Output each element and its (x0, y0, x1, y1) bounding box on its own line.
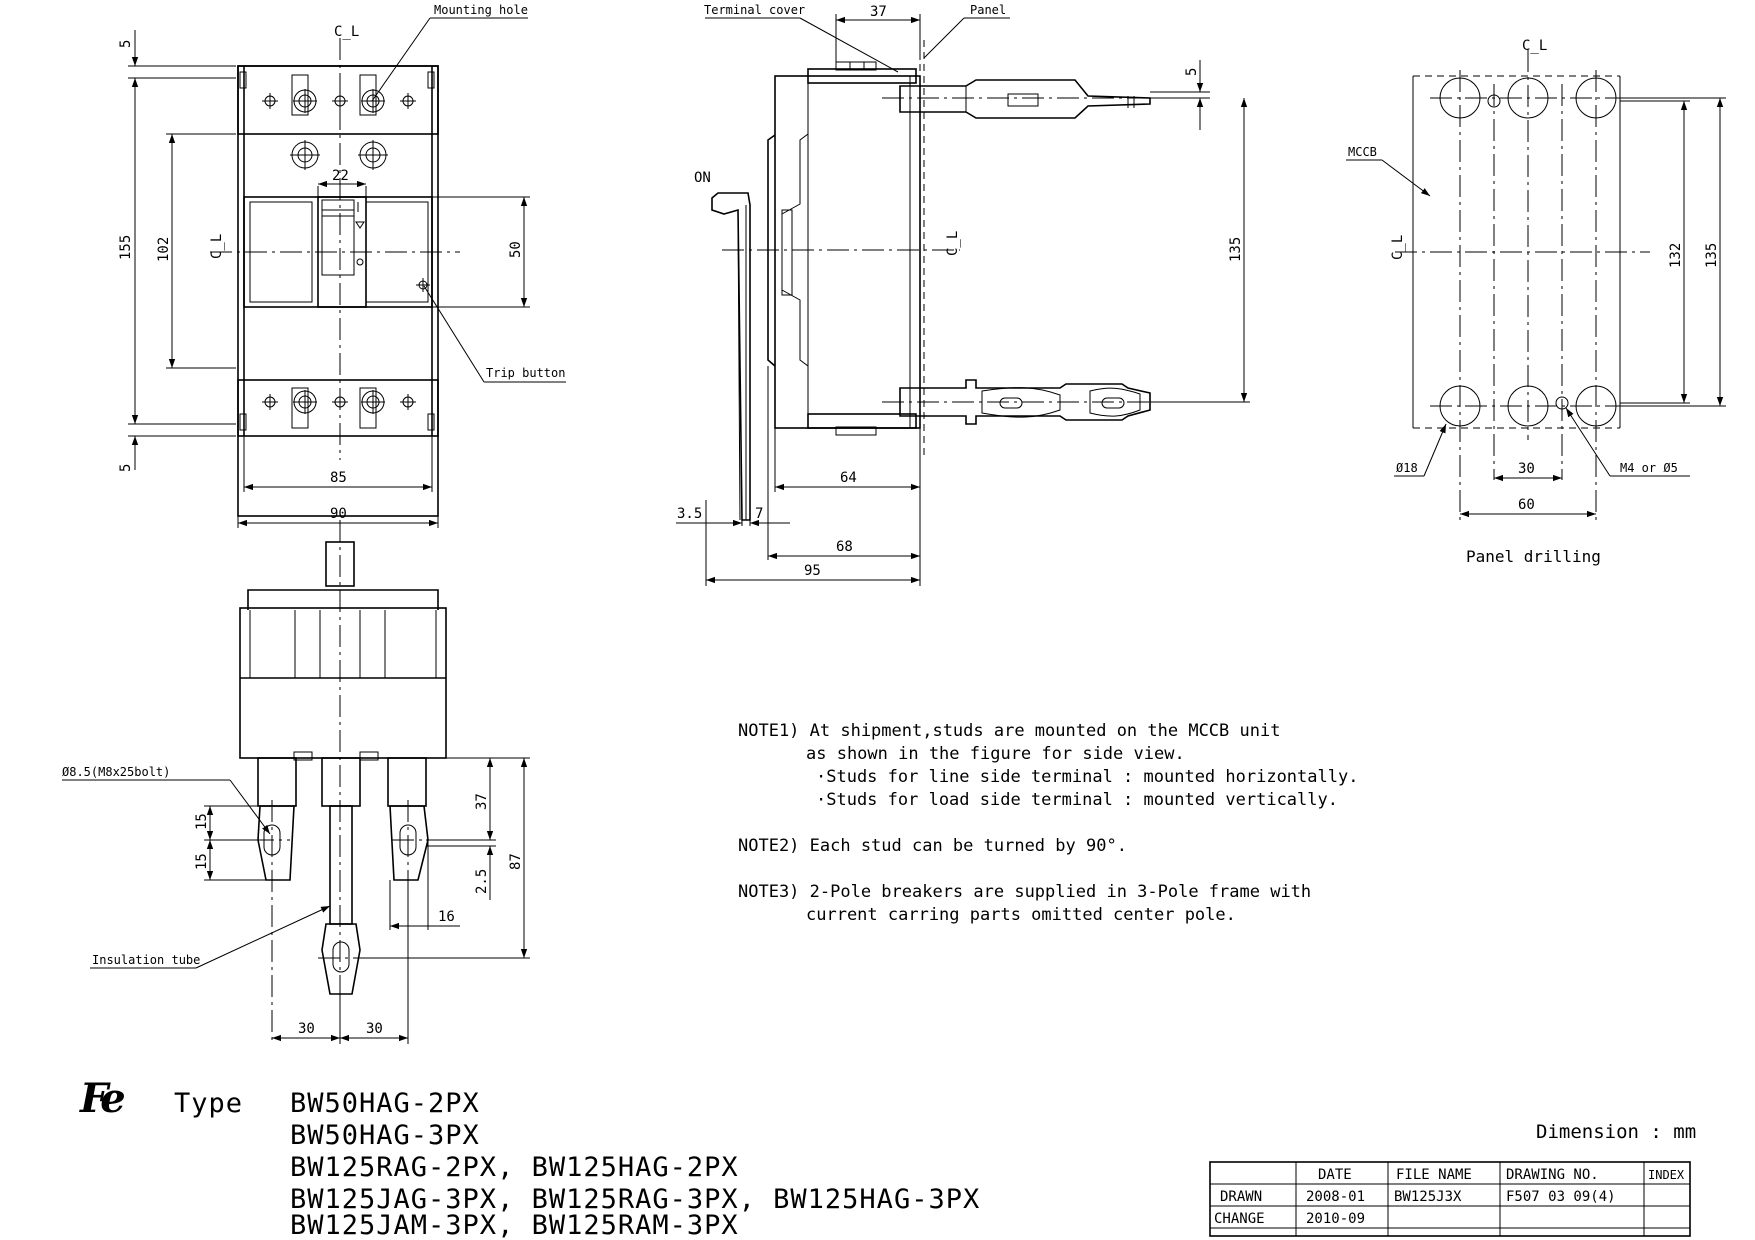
tb-row-drawn-drawing: F507 03 09(4) (1506, 1189, 1616, 1205)
model-line-3: BW125RAG-2PX, BW125HAG-2PX (290, 1152, 739, 1183)
tb-header-drawing: DRAWING NO. (1506, 1167, 1599, 1183)
dim-155: 155 (118, 235, 134, 260)
terminal-cover-label: Terminal cover (704, 3, 805, 17)
terminal-screws-bottom (262, 390, 416, 414)
dim-15-a: 15 (194, 813, 210, 830)
dim-30-a: 30 (298, 1021, 315, 1037)
centerline-symbol: C̲L (209, 234, 225, 259)
note-2: NOTE2) Each stud can be turned by 90°. (738, 836, 1127, 856)
note-3-cont: current carring parts omitted center pol… (806, 905, 1236, 925)
on-label: ON (694, 170, 711, 186)
mccb-label: MCCB (1348, 145, 1377, 159)
dim-37: 37 (870, 4, 887, 20)
dim-side-135: 135 (1228, 237, 1244, 262)
dim-pitch-60: 60 (1518, 497, 1535, 513)
centerline-symbol: C̲L (1522, 38, 1547, 54)
tb-header-date: DATE (1318, 1167, 1352, 1183)
centerline-symbol: C̲L (945, 231, 961, 256)
panel-drilling-title: Panel drilling (1466, 547, 1601, 566)
dim-132: 132 (1668, 243, 1684, 268)
insulation-tube-label: Insulation tube (92, 953, 200, 967)
tb-row-change-date: 2010-09 (1306, 1211, 1365, 1227)
dim-50: 50 (508, 241, 524, 258)
front-view: C̲L C̲L Mounting hole Trip button 155 5 … (118, 3, 566, 528)
model-line-1: BW50HAG-2PX (290, 1088, 480, 1119)
bolt-label: Ø8.5(M8x25bolt) (62, 765, 170, 779)
mounting-hole-label: Mounting hole (434, 3, 528, 17)
panel-label: Panel (970, 3, 1006, 17)
fe-logo: Fe (79, 1075, 124, 1122)
dim-68: 68 (836, 539, 853, 555)
terminal-screws-top (262, 89, 416, 170)
screw-label: M4 or Ø5 (1620, 461, 1678, 475)
model-line-2: BW50HAG-3PX (290, 1120, 480, 1151)
hole-18-label: Ø18 (1396, 461, 1418, 475)
type-label: Type (174, 1088, 243, 1119)
dim-stud-5: 5 (1184, 68, 1200, 76)
model-line-5: BW125JAM-3PX, BW125RAM-3PX (290, 1210, 739, 1240)
rear-view: Ø8.5(M8x25bolt) Insulation tube 15 15 37… (62, 520, 530, 1044)
note-1-line: ·Studs for line side terminal : mounted … (816, 767, 1358, 787)
dim-30-b: 30 (366, 1021, 383, 1037)
tb-row-change-label: CHANGE (1214, 1211, 1265, 1227)
dim-7: 7 (755, 506, 763, 522)
notes: NOTE1) At shipment,studs are mounted on … (738, 721, 1358, 925)
dim-90: 90 (330, 506, 347, 522)
dim-pitch-30: 30 (1518, 461, 1535, 477)
dimension-unit: Dimension : mm (1536, 1121, 1696, 1143)
dim-102: 102 (156, 237, 172, 262)
dim-2-5: 2.5 (474, 869, 490, 894)
tb-header-index: INDEX (1648, 1168, 1685, 1182)
dim-85: 85 (330, 470, 347, 486)
tb-row-drawn-date: 2008-01 (1306, 1189, 1365, 1205)
dim-22: 22 (332, 168, 349, 184)
note-1-load: ·Studs for load side terminal : mounted … (816, 790, 1338, 810)
trip-button-label: Trip button (486, 366, 565, 380)
dim-top-5: 5 (118, 40, 134, 48)
dim-37-rear: 37 (474, 793, 490, 810)
dim-64: 64 (840, 470, 857, 486)
note-1: NOTE1) At shipment,studs are mounted on … (738, 721, 1280, 741)
title-block: DATE FILE NAME DRAWING NO. INDEX DRAWN 2… (1209, 1161, 1691, 1237)
dim-bottom-5: 5 (118, 464, 134, 472)
dim-15-b: 15 (194, 853, 210, 870)
tb-row-drawn-file: BW125J3X (1394, 1189, 1462, 1205)
centerline-symbol: C̲L (334, 24, 359, 40)
dim-87: 87 (508, 853, 524, 870)
type-block: Fe Type BW50HAG-2PX BW50HAG-3PX BW125RAG… (79, 1075, 980, 1240)
dim-95: 95 (804, 563, 821, 579)
panel-drilling-view: C̲L C̲L MCCB Ø18 M4 or Ø5 132 135 30 60 … (1346, 38, 1726, 566)
dim-16: 16 (438, 909, 455, 925)
side-view: C̲L Terminal cover Panel ON 37 5 135 64 … (676, 3, 1250, 586)
tb-row-drawn-label: DRAWN (1220, 1189, 1262, 1205)
dim-3-5: 3.5 (677, 506, 702, 522)
centerline-symbol: C̲L (1390, 235, 1406, 260)
note-3: NOTE3) 2-Pole breakers are supplied in 3… (738, 882, 1311, 902)
model-line-4: BW125JAG-3PX, BW125RAG-3PX, BW125HAG-3PX (290, 1184, 980, 1215)
dim-drill-135: 135 (1704, 243, 1720, 268)
note-1-cont: as shown in the figure for side view. (806, 744, 1185, 764)
tb-header-file: FILE NAME (1396, 1167, 1472, 1183)
